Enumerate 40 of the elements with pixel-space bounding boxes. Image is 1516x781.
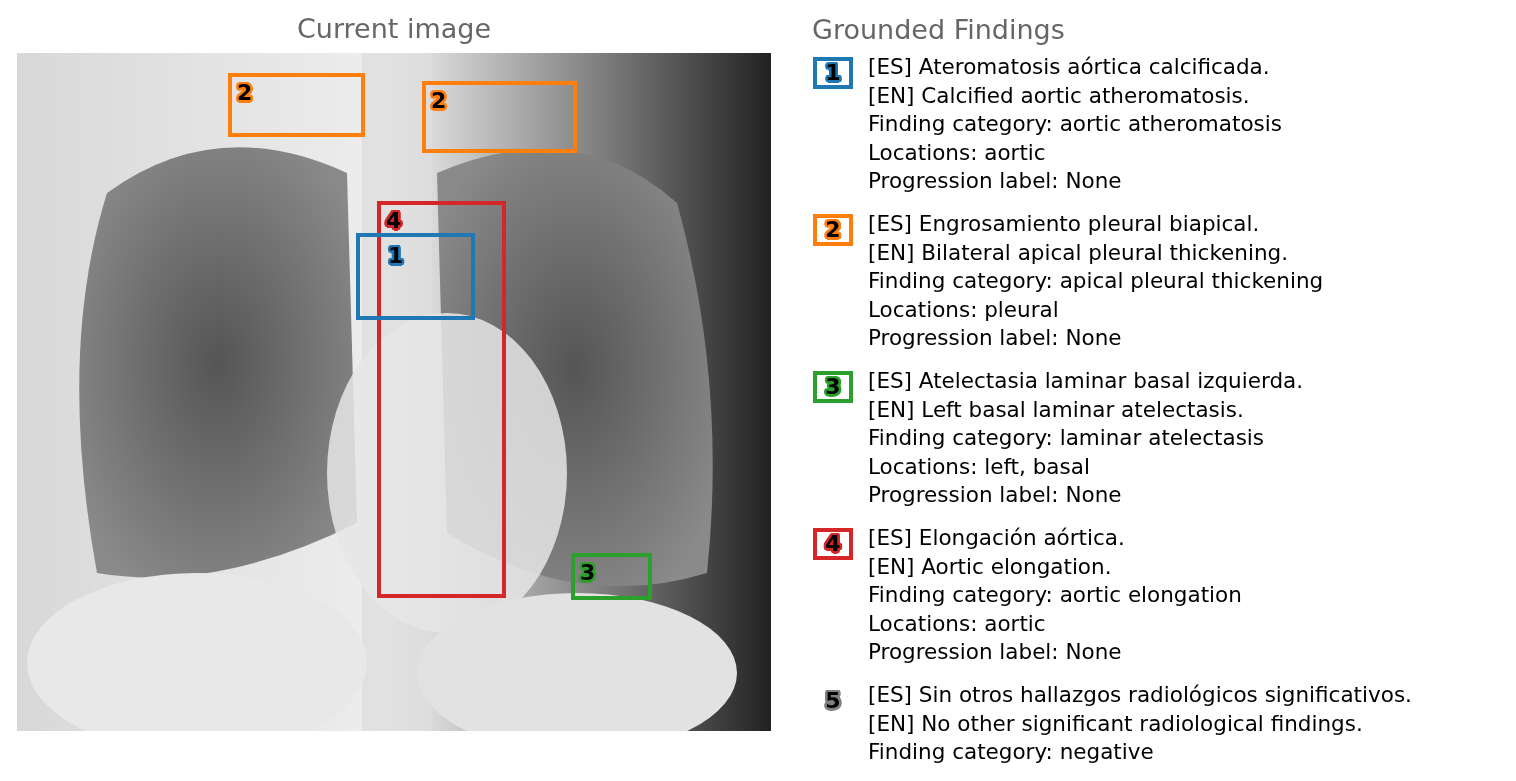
finding-badge: 4 [813,528,853,560]
finding-text: Locations: aortic [868,609,1046,638]
finding-text: Progression label: None [868,167,1122,196]
finding-text: Finding category: negative [868,738,1154,767]
finding-text: [EN] Bilateral apical pleural thickening. [868,238,1288,267]
finding-text: Progression label: None [868,638,1122,667]
finding-badge: 3 [813,371,853,403]
box-number: 2 [431,90,447,112]
finding-text: Progression label: None [868,324,1122,353]
box-number: 4 [386,210,402,232]
finding-text: Locations: pleural [868,295,1059,324]
finding-text: [ES] Sin otros hallazgos radiológicos significativos. [868,681,1412,709]
bounding-box [571,553,652,600]
finding-number: 5 [825,690,841,712]
bounding-box [422,81,577,153]
finding-text: [ES] Atelectasia laminar basal izquierda. [868,367,1304,395]
finding-badge: 1 [813,57,853,89]
finding-text: Finding category: aortic atheromatosis [868,110,1282,139]
finding-text: [EN] Calcified aortic atheromatosis. [868,81,1250,110]
box-number: 3 [580,562,596,584]
finding-text: [ES] Engrosamiento pleural biapical. [868,210,1260,238]
bounding-box [356,233,475,320]
box-number: 1 [388,245,404,267]
bounding-box [228,73,365,137]
finding-text: Locations: left, basal [868,452,1090,481]
finding-text: Finding category: apical pleural thickening [868,267,1324,296]
box-number: 2 [237,82,253,104]
finding-text: Finding category: aortic elongation [868,581,1242,610]
finding-text: [EN] Aortic elongation. [868,552,1112,581]
finding-text: Finding category: laminar atelectasis [868,424,1265,453]
bounding-box [377,201,506,598]
finding-badge: 2 [813,214,853,246]
image-title: Current image [295,13,493,44]
finding-text: [EN] No other significant radiological findings. [868,709,1363,738]
finding-text: [EN] Left basal laminar atelectasis. [868,395,1244,424]
finding-text: [ES] Ateromatosis aórtica calcificada. [868,53,1270,81]
panel-title: Grounded Findings [812,14,1065,45]
finding-text: Locations: aortic [868,138,1046,167]
finding-text: [ES] Elongación aórtica. [868,524,1125,552]
finding-text: Progression label: None [868,481,1122,510]
